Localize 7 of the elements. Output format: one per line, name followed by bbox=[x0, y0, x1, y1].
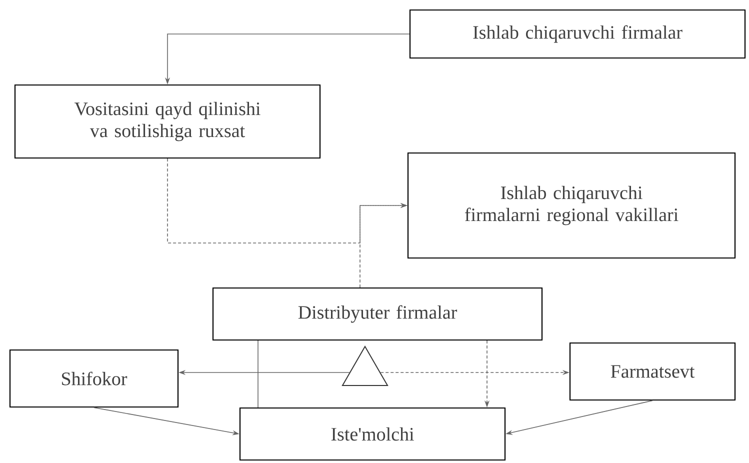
process-box: Vositasini qayd qilinishi va sotilishiga ruxsat bbox=[14, 84, 321, 159]
process-box: Iste'molchi bbox=[239, 407, 506, 461]
process-box: Shifokor bbox=[9, 349, 179, 408]
process-box: Distribyuter firmalar bbox=[212, 287, 543, 341]
process-box: Ishlab chiqaruvchi firmalarni regional vakillari bbox=[407, 152, 736, 259]
process-box: Ishlab chiqaruvchi firmalar bbox=[409, 9, 746, 59]
process-box: Farmatsevt bbox=[569, 342, 736, 401]
